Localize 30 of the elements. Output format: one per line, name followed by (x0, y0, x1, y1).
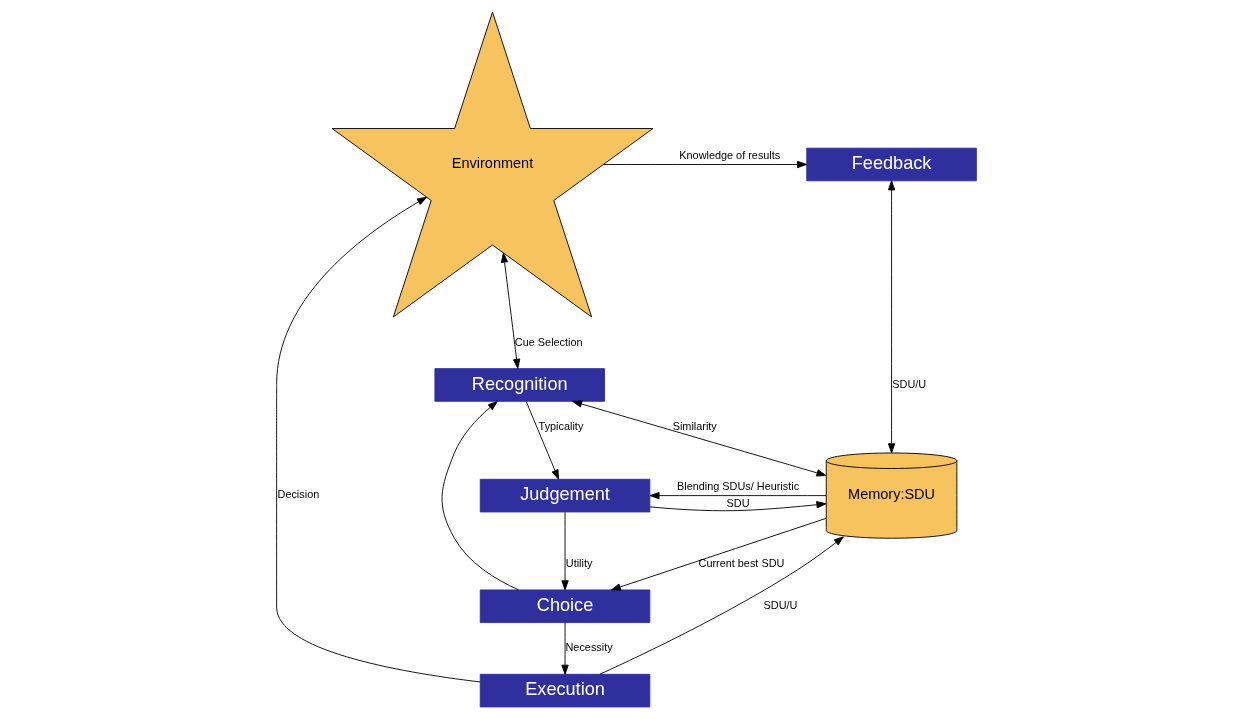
node-box: Execution (479, 673, 650, 708)
edge-label: Utility (565, 556, 592, 569)
arrow (571, 400, 826, 477)
edge-label: Necessity (565, 641, 613, 654)
edge-label: Typicality (538, 419, 583, 432)
edge-label: Cue Selection (514, 335, 583, 348)
arrow (649, 501, 826, 512)
arrow (599, 536, 844, 675)
edge-label: SDU/U (891, 377, 926, 390)
arrow (649, 492, 827, 500)
edge-label: SDU (726, 497, 750, 510)
arrow (560, 622, 569, 675)
arrow (441, 401, 519, 591)
edge-label: Knowledge of results (678, 148, 780, 161)
edge-label: Blending SDUs/ Heuristic (676, 479, 799, 492)
node-box: Choice (479, 589, 650, 624)
arrow (500, 252, 520, 369)
node-box: Feedback (805, 147, 977, 182)
edge-label: Similarity (672, 419, 717, 432)
arrow (602, 160, 807, 169)
edge-label: Decision (277, 488, 319, 501)
edge-label: SDU/U (763, 599, 797, 612)
arrow (525, 401, 559, 480)
arrow (275, 196, 481, 683)
edge-label: Current best SDU (698, 556, 784, 569)
arrow (887, 180, 895, 454)
node-box: Judgement (479, 478, 650, 513)
node-box: Recognition (433, 368, 605, 402)
arrow (610, 517, 826, 591)
arrow (560, 511, 569, 591)
